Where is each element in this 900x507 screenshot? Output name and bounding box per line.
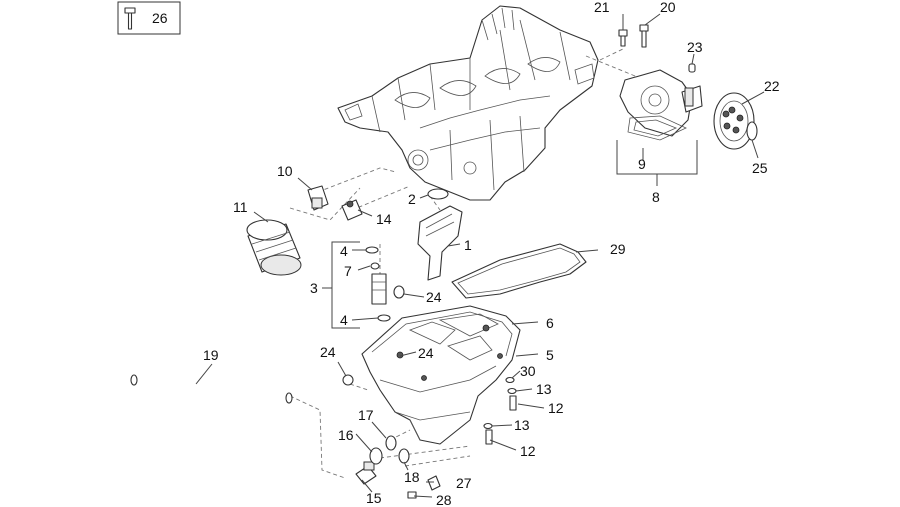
o-ring-2 <box>427 188 449 200</box>
callout-4-top: 4 <box>340 243 348 259</box>
callout-12-upper: 12 <box>548 400 564 416</box>
pin-23 <box>688 63 696 73</box>
pump-gear-22 <box>713 92 755 150</box>
sensor-14 <box>341 199 363 221</box>
crankcase <box>337 5 599 201</box>
legend-label: 26 <box>152 10 168 26</box>
washer-18 <box>398 448 410 464</box>
callout-13-lower: 13 <box>514 417 530 433</box>
breather-hose-19 <box>130 374 293 431</box>
o-ring-25 <box>746 121 758 141</box>
callout-29: 29 <box>610 241 626 257</box>
callout-6: 6 <box>546 315 554 331</box>
callout-16: 16 <box>338 427 354 443</box>
drain-cap-16 <box>369 447 383 465</box>
callout-13-upper: 13 <box>536 381 552 397</box>
callout-5: 5 <box>546 347 554 363</box>
callout-24-upper: 24 <box>426 289 442 305</box>
callout-27: 27 <box>456 475 472 491</box>
gasket-29 <box>451 243 587 299</box>
bolt-20 <box>639 24 649 48</box>
callout-30: 30 <box>520 363 536 379</box>
callout-7: 7 <box>344 263 352 279</box>
group-bracket <box>616 140 698 186</box>
callout-15: 15 <box>366 490 382 506</box>
assembly-lines <box>289 47 641 479</box>
fitting-10 <box>307 185 329 211</box>
washer-13b <box>483 422 493 430</box>
legend-box: 26 <box>117 1 181 35</box>
callout-22: 22 <box>764 78 780 94</box>
washer-30 <box>505 376 515 384</box>
oil-pump-assembly <box>619 69 703 141</box>
bolt-icon <box>124 7 136 30</box>
callout-labels: 21 20 23 22 25 9 8 10 11 14 2 1 4 7 3 24… <box>203 0 780 507</box>
callout-8: 8 <box>652 189 660 205</box>
callout-24-left: 24 <box>320 344 336 360</box>
plug-24c <box>342 374 354 386</box>
callout-11: 11 <box>233 199 248 215</box>
callout-21: 21 <box>594 0 610 15</box>
leader-lines <box>195 13 765 498</box>
callout-23: 23 <box>687 39 703 55</box>
callout-20: 20 <box>660 0 676 15</box>
callout-1: 1 <box>464 237 472 253</box>
screw-28 <box>407 491 417 499</box>
callout-4-bottom: 4 <box>340 312 348 328</box>
callout-24-middle: 24 <box>418 345 434 361</box>
strainer-1 <box>417 205 463 281</box>
bolt-21 <box>618 29 628 47</box>
oil-filter-11 <box>246 219 302 276</box>
drain-plug-15 <box>355 461 377 485</box>
washer-13a <box>507 387 517 395</box>
callout-17: 17 <box>358 407 374 423</box>
callout-9: 9 <box>638 156 646 172</box>
washer-17 <box>385 435 397 451</box>
callout-18: 18 <box>404 469 420 485</box>
oil-sump-5 <box>361 305 521 445</box>
callout-25: 25 <box>752 160 768 176</box>
callout-3: 3 <box>310 280 318 296</box>
bolt-12b <box>485 429 493 445</box>
callout-19: 19 <box>203 347 219 363</box>
callout-10: 10 <box>277 163 293 179</box>
callout-28: 28 <box>436 492 452 507</box>
pressure-valve-group <box>322 241 405 329</box>
bolt-12a <box>509 395 517 411</box>
clip-27 <box>427 475 441 491</box>
callout-12-lower: 12 <box>520 443 536 459</box>
callout-2: 2 <box>408 191 416 207</box>
callout-14: 14 <box>376 211 392 227</box>
